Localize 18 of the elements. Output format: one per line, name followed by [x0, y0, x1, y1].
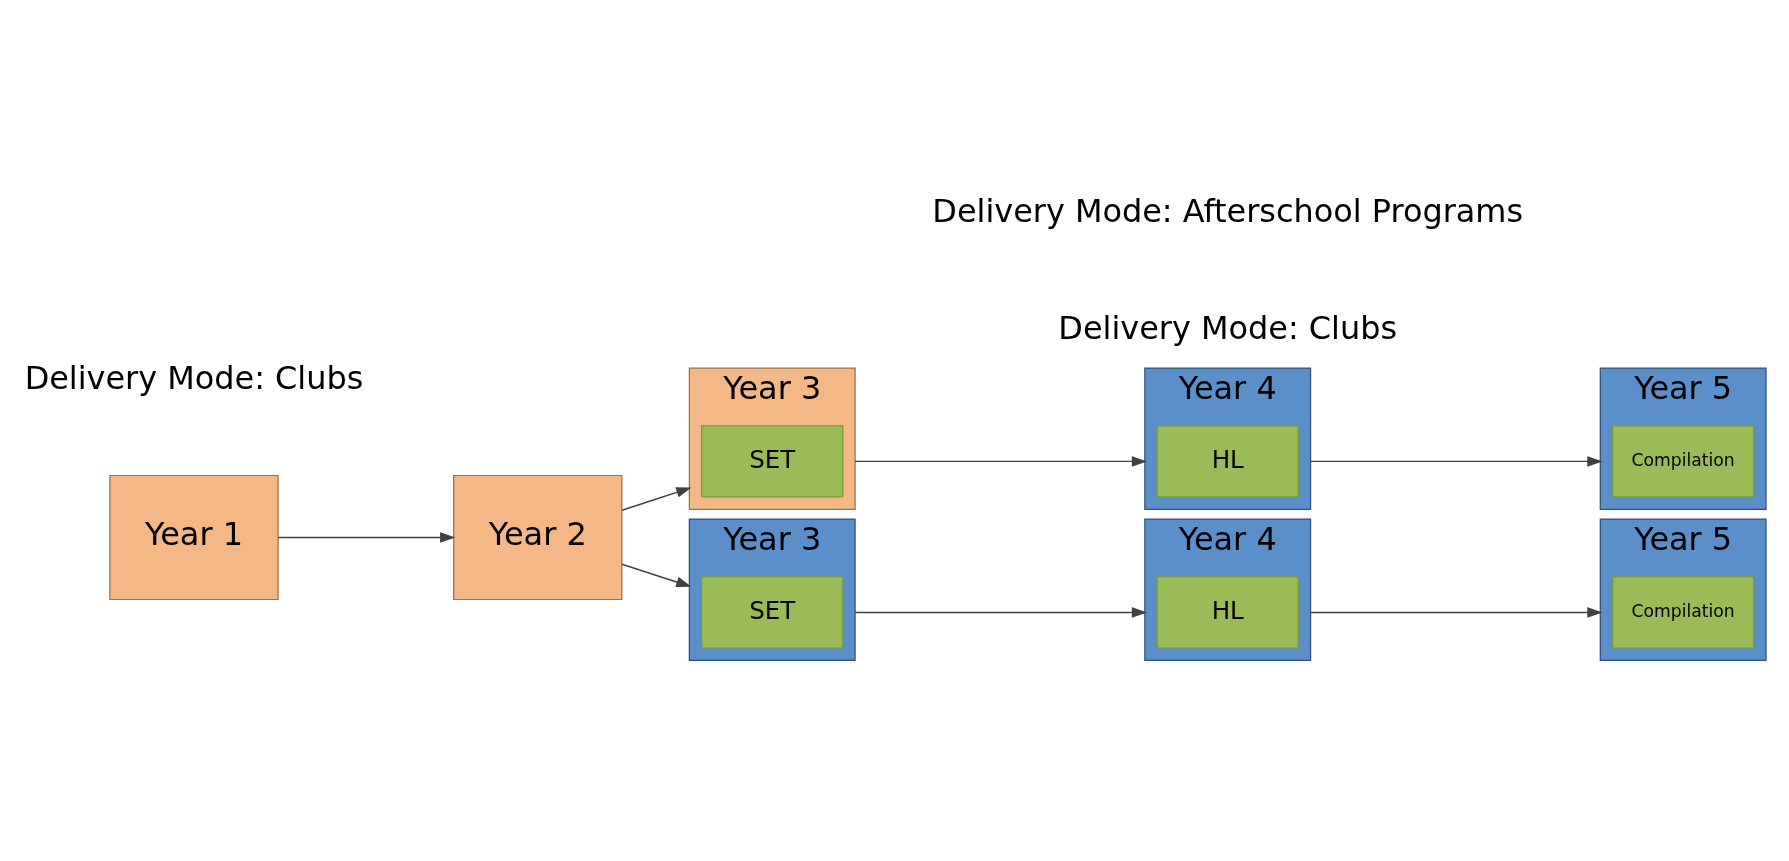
- node-box: Year 1: [108, 474, 279, 600]
- node-box: HL: [1156, 424, 1299, 498]
- node-box: Compilation: [1611, 424, 1754, 498]
- arrow: [853, 606, 1147, 618]
- node-box: HL: [1156, 575, 1299, 649]
- node-box: SET: [700, 575, 843, 649]
- label: Delivery Mode: Afterschool Programs: [931, 191, 1523, 230]
- node-box: Year 2: [452, 474, 622, 600]
- arrow: [1309, 606, 1603, 618]
- arrow: [620, 563, 691, 587]
- arrow: [1309, 455, 1603, 467]
- arrow: [277, 531, 455, 543]
- arrow: [853, 455, 1147, 467]
- node-box: Compilation: [1611, 575, 1754, 649]
- label: Delivery Mode: Clubs: [24, 358, 363, 397]
- arrow: [620, 486, 691, 511]
- label: Delivery Mode: Clubs: [1057, 308, 1397, 347]
- node-box: SET: [700, 424, 843, 498]
